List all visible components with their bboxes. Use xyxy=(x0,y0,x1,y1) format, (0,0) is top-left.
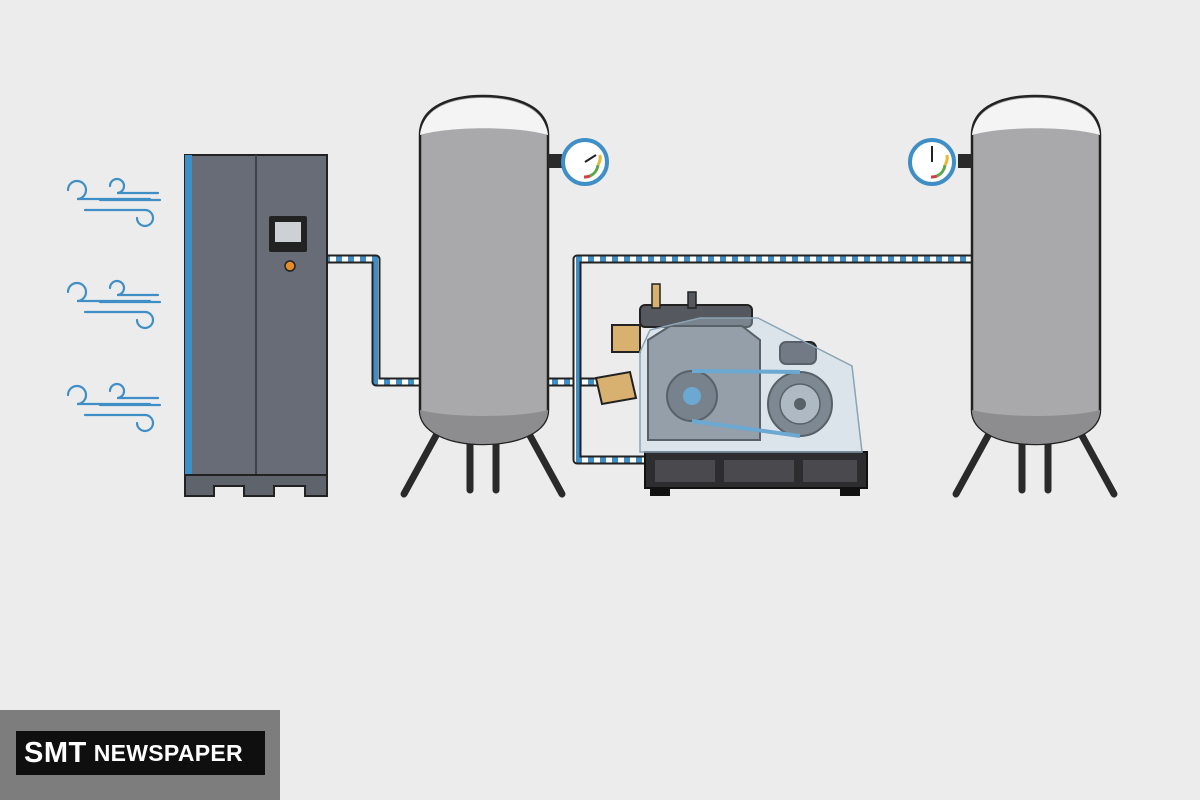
wind-icon xyxy=(66,382,162,433)
piston-compressor xyxy=(594,283,868,496)
brand-primary: SMT xyxy=(24,736,87,769)
touchscreen-icon xyxy=(269,216,307,252)
brand-logo: SMT NEWSPAPER xyxy=(16,731,265,775)
pressure-gauge-icon xyxy=(908,138,956,186)
air-receiver-tank xyxy=(952,94,1118,498)
wind-icon xyxy=(66,177,162,228)
wind-icon xyxy=(66,279,162,330)
brand-secondary: NEWSPAPER xyxy=(93,739,243,766)
air-dryer-cabinet xyxy=(184,154,328,497)
pipe-network xyxy=(325,254,972,465)
control-button-icon xyxy=(284,260,296,272)
air-receiver-tank xyxy=(400,94,566,498)
pressure-gauge-icon xyxy=(561,138,609,186)
